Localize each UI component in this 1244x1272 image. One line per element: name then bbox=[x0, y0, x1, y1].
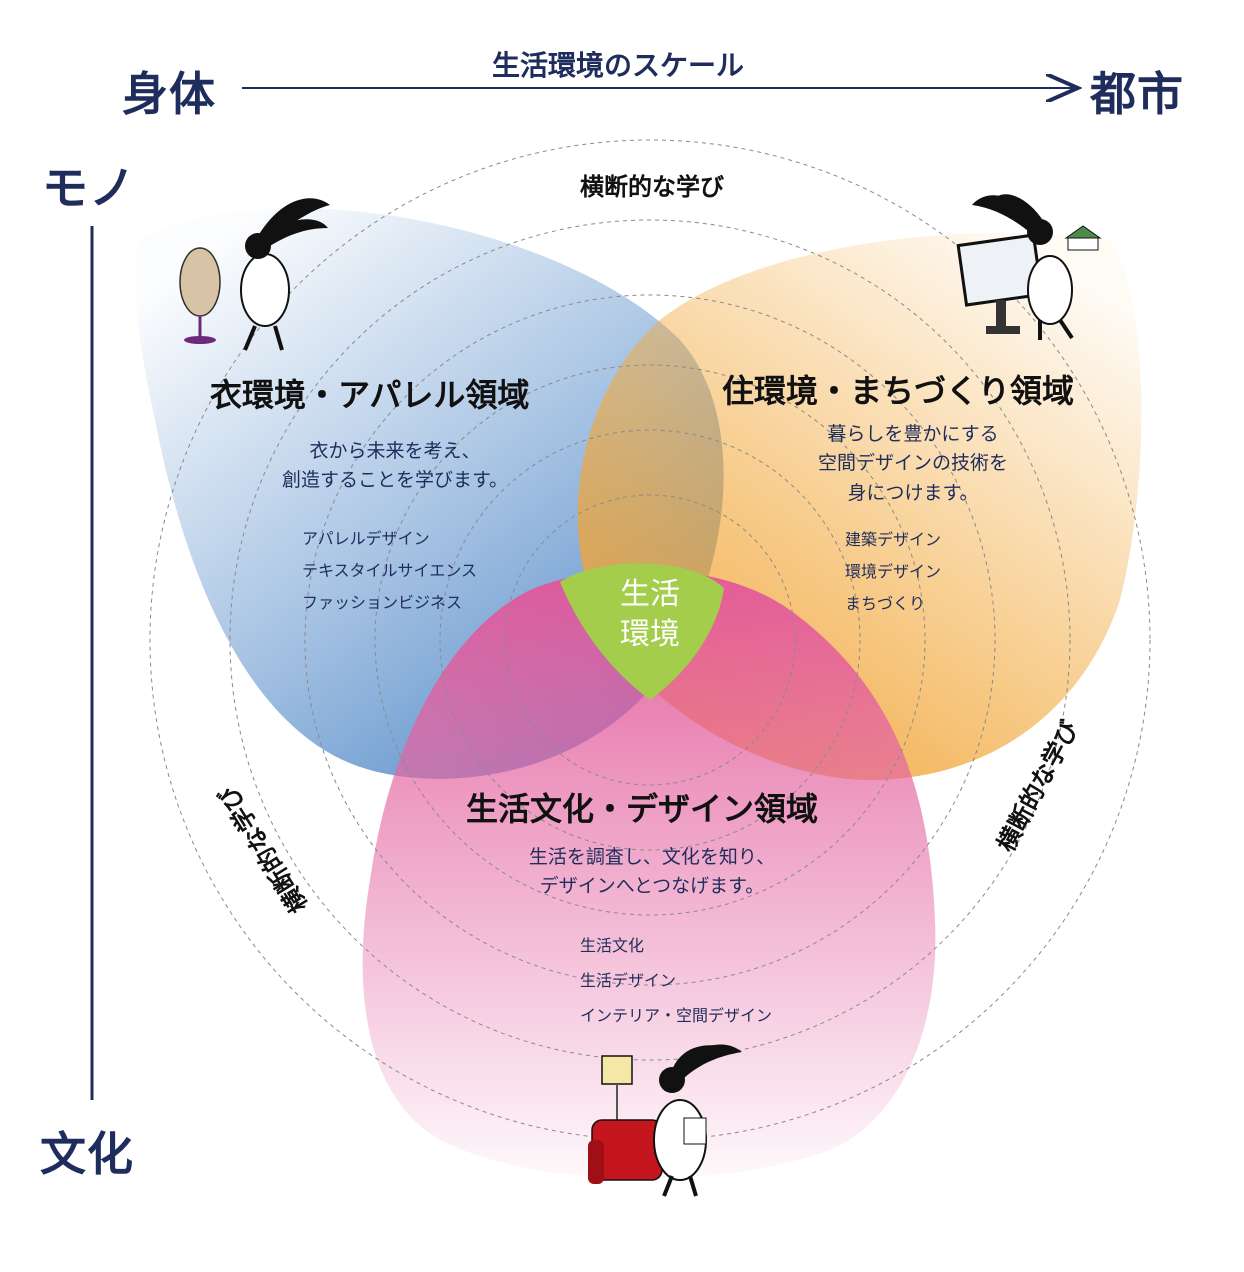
culture-course: 生活デザイン bbox=[580, 971, 677, 990]
cross-learning-left: 横断的な学び bbox=[213, 781, 313, 918]
housing-course: 環境デザイン bbox=[845, 562, 942, 581]
culture-desc-line2: デザインへとつなげます。 bbox=[539, 875, 765, 898]
apparel-course: ファッションビジネス bbox=[302, 593, 463, 612]
center-petal bbox=[560, 563, 724, 700]
housing-course-list: 建築デザイン 環境デザイン まちづくり bbox=[845, 524, 941, 620]
culture-course: インテリア・空間デザイン bbox=[580, 1006, 773, 1025]
apparel-title: 衣環境・アパレル領域 bbox=[210, 376, 530, 414]
apparel-desc-line1: 衣から未来を考え、 bbox=[309, 440, 481, 462]
culture-course: 生活文化 bbox=[580, 936, 645, 955]
culture-desc: 生活を調査し、文化を知り、 デザインへとつなげます。 bbox=[492, 843, 812, 902]
apparel-course: アパレルデザイン bbox=[302, 529, 430, 548]
housing-title: 住環境・まちづくり領域 bbox=[722, 372, 1075, 410]
housing-desc-line1: 暮らしを豊かにする bbox=[827, 423, 999, 445]
apparel-desc-line2: 創造することを学びます。 bbox=[281, 469, 509, 492]
housing-desc: 暮らしを豊かにする 空間デザインの技術を 身につけます。 bbox=[768, 420, 1058, 508]
rabbit-culture-icon bbox=[588, 1044, 742, 1197]
apparel-desc: 衣から未来を考え、 創造することを学びます。 bbox=[260, 437, 530, 496]
center-label-line2: 環境 bbox=[620, 617, 680, 652]
housing-desc-line3: 身につけます。 bbox=[847, 481, 979, 504]
axis-label-city: 都市 bbox=[1090, 67, 1184, 121]
culture-desc-line1: 生活を調査し、文化を知り、 bbox=[528, 846, 776, 868]
cross-learning-top: 横断的な学び bbox=[580, 173, 724, 201]
apparel-course-list: アパレルデザイン テキスタイルサイエンス ファッションビジネス bbox=[302, 523, 477, 619]
axis-label-body: 身体 bbox=[122, 67, 216, 121]
rabbit-housing-icon bbox=[956, 194, 1102, 340]
culture-region-blob bbox=[362, 569, 936, 1179]
axis-label-culture: 文化 bbox=[40, 1127, 134, 1181]
scale-label: 生活環境のスケール bbox=[492, 49, 745, 82]
culture-course-list: 生活文化 生活デザイン インテリア・空間デザイン bbox=[580, 928, 772, 1033]
housing-course: まちづくり bbox=[845, 594, 926, 613]
center-label-line1: 生活 bbox=[620, 577, 680, 612]
housing-desc-line2: 空間デザインの技術を bbox=[817, 452, 1008, 475]
apparel-course: テキスタイルサイエンス bbox=[302, 561, 478, 580]
rabbit-apparel-icon bbox=[179, 198, 330, 351]
culture-title: 生活文化・デザイン領域 bbox=[466, 790, 819, 828]
housing-course: 建築デザイン bbox=[845, 530, 942, 549]
axis-label-mono: モノ bbox=[42, 161, 136, 215]
